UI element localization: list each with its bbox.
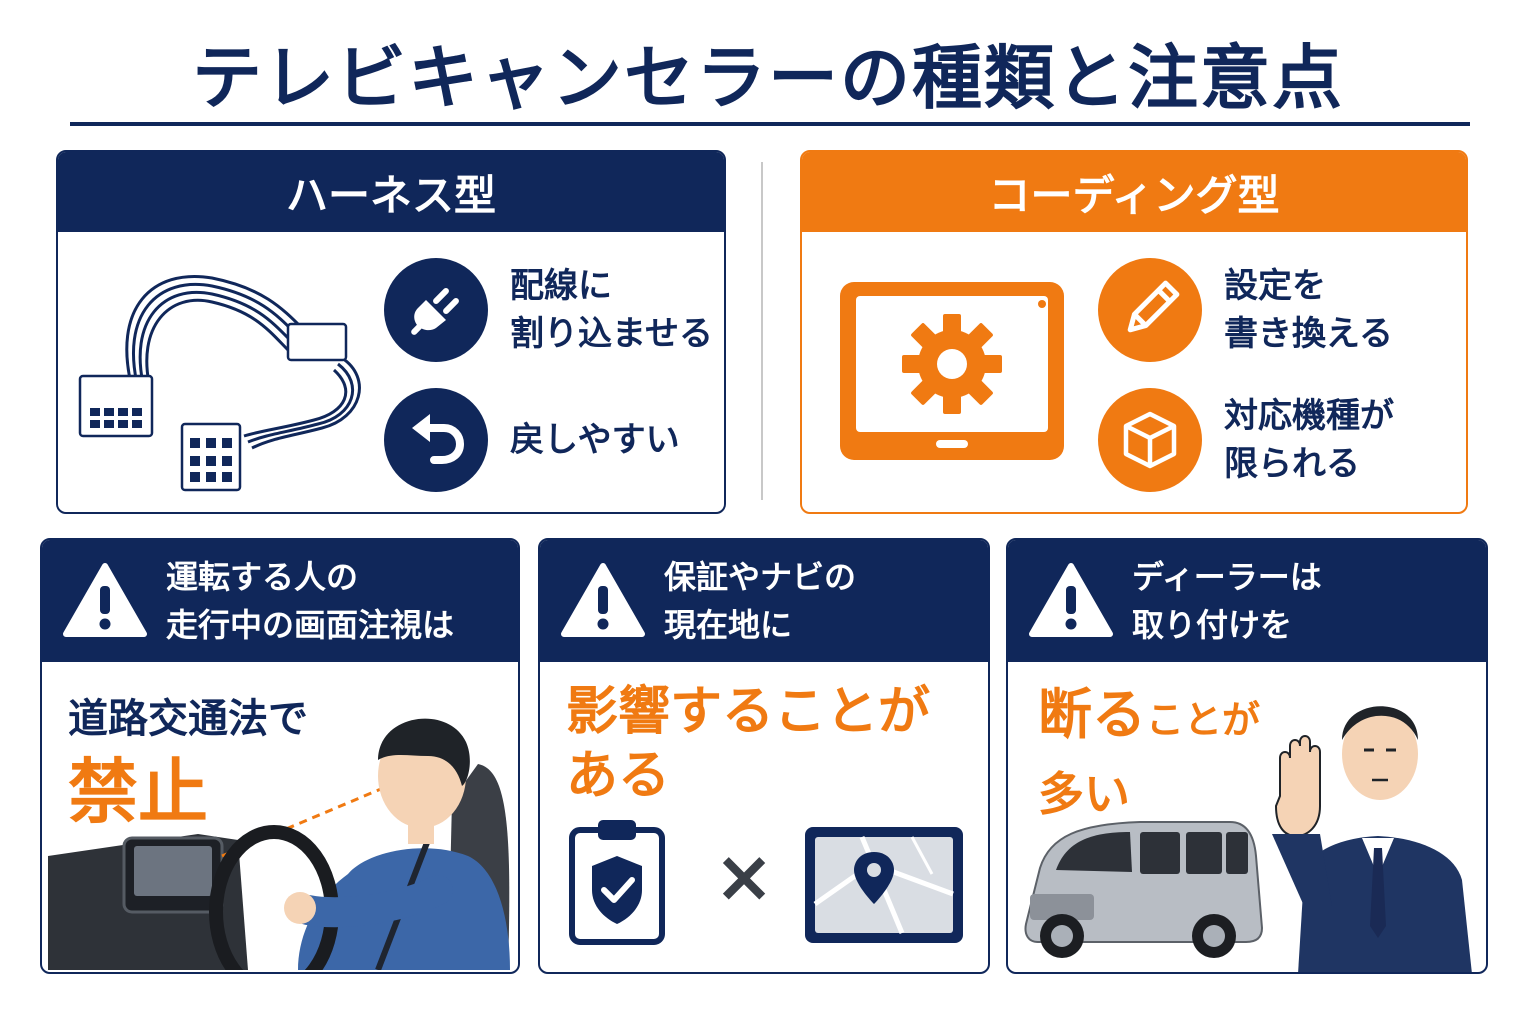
tablet-gear-illustration: [840, 282, 1064, 460]
card2-head-line2: 現在地に: [664, 606, 793, 644]
coding-feature2-line1: 対応機種が: [1224, 396, 1394, 436]
coding-feature1-line1: 設定を: [1224, 266, 1326, 306]
harness-feature1-line1: 配線に: [510, 266, 612, 306]
card1-head-line2: 走行中の画面注視は: [166, 606, 455, 644]
card3-head-line2: 取り付けを: [1132, 606, 1293, 644]
caution-card-dealer: ディーラーは 取り付けを 断ることが 多い: [1006, 538, 1488, 974]
warning-icon: [561, 563, 645, 637]
card3-body-emphasis: 断る: [1038, 683, 1146, 746]
coding-feature-limited: 対応機種が 限られる: [1098, 388, 1394, 492]
undo-arrow-icon: [384, 388, 488, 492]
card2-head-line1: 保証やナビの: [664, 558, 857, 596]
harness-panel: ハーネス型: [56, 150, 726, 514]
page-title: テレビキャンセラーの種類と注意点: [192, 37, 1344, 119]
coding-feature2-line2: 限られる: [1224, 444, 1360, 484]
card1-head-line1: 運転する人の: [166, 558, 359, 596]
plug-icon: [384, 258, 488, 362]
times-symbol: ×: [713, 834, 775, 918]
card1-body-emphasis: 禁止: [68, 751, 208, 833]
coding-feature1-line2: 書き換える: [1224, 314, 1393, 354]
harness-feature2: 戻しやすい: [510, 420, 680, 460]
dealer-staff-illustration: [1272, 706, 1472, 972]
caution-card-law: 運転する人の 走行中の画面注視は 道路交通法で 禁止: [40, 538, 520, 974]
pencil-icon: [1098, 258, 1202, 362]
caution-card-warranty: 保証やナビの 現在地に 影響することが ある ×: [538, 538, 990, 974]
warning-icon: [63, 563, 147, 637]
harness-feature1-line2: 割り込ませる: [510, 314, 713, 354]
card3-body-rest: ことが: [1146, 698, 1261, 742]
navigation-map-icon: [805, 827, 963, 943]
coding-feature-rewrite: 設定を 書き換える: [1098, 258, 1393, 362]
card1-body-line1: 道路交通法で: [68, 696, 308, 742]
coding-heading: コーディング型: [802, 152, 1466, 232]
panel-divider: [761, 162, 763, 500]
harness-heading: ハーネス型: [58, 152, 724, 232]
warranty-clipboard-icon: [569, 820, 665, 945]
warning-icon: [1029, 563, 1113, 637]
harness-cable-illustration: [78, 275, 361, 492]
driver-illustration: [48, 718, 510, 970]
card2-body-line2: ある: [566, 746, 671, 806]
card2-body-line1: 影響することが: [566, 682, 931, 742]
harness-feature-reversible: 戻しやすい: [384, 388, 680, 492]
card3-head-line1: ディーラーは: [1132, 558, 1322, 596]
minivan-car-illustration: [1024, 821, 1264, 958]
coding-panel: コーディング型: [800, 150, 1468, 514]
card3-body-line2: 多い: [1038, 767, 1130, 821]
harness-feature-wiring: 配線に 割り込ませる: [384, 258, 713, 362]
box-icon: [1098, 388, 1202, 492]
title-underline: [70, 122, 1470, 126]
